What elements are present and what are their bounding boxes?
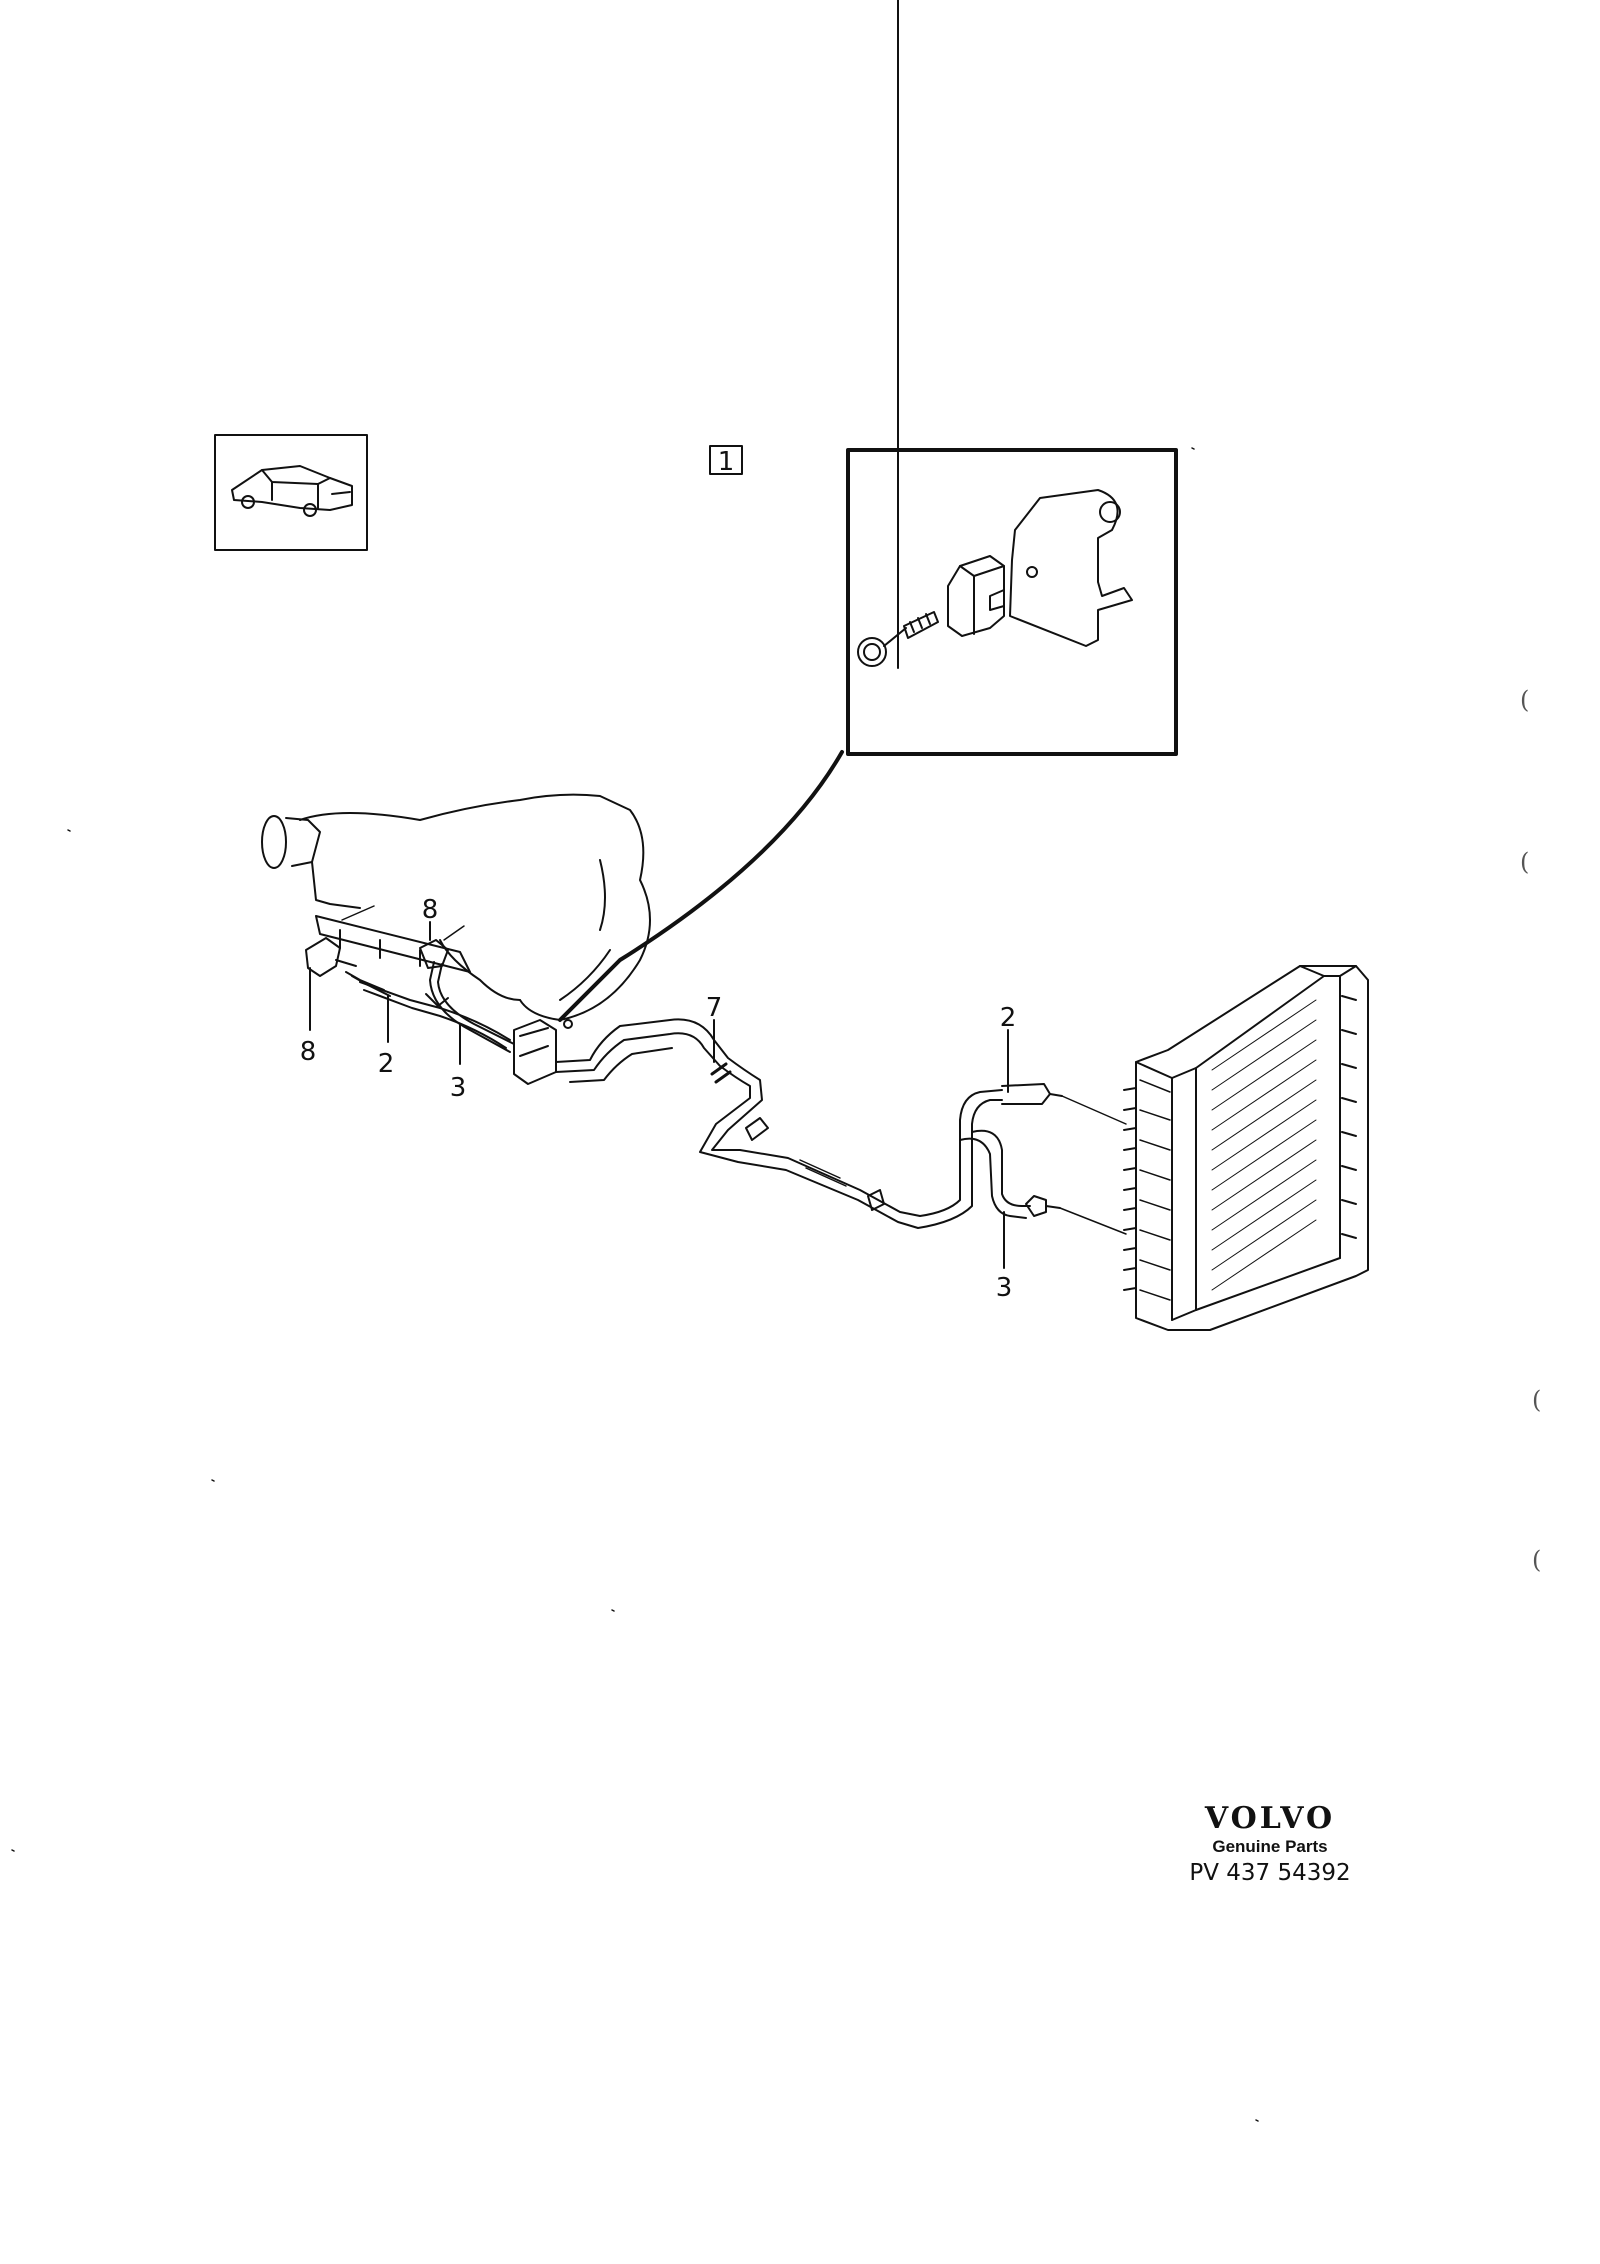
callout-7: 7 xyxy=(706,993,723,1023)
cooler-pipe-7 xyxy=(555,1018,1031,1229)
volvo-brand-block: VOLVO Genuine Parts PV 437 54392 xyxy=(1170,1802,1370,1888)
section-box: 1 xyxy=(709,445,743,477)
bracket-part xyxy=(1009,489,1133,647)
callout-8-lower: 8 xyxy=(300,1037,317,1067)
section-box-label: 1 xyxy=(718,447,735,477)
margin-mark-4: ( xyxy=(1532,1546,1542,1574)
callout-3-right: 3 xyxy=(996,1273,1013,1303)
main-callouts: 8 8 2 3 7 2 3 xyxy=(300,895,1017,1303)
genuine-parts-label: Genuine Parts xyxy=(1212,1837,1328,1856)
part-reference-code: PV 437 54392 xyxy=(1189,1860,1351,1886)
pipe-clamp xyxy=(513,1019,573,1085)
clamp-block-part xyxy=(947,555,1005,637)
transmission-fittings xyxy=(305,905,515,1053)
bolt-part xyxy=(857,611,939,667)
margin-mark-2: ( xyxy=(1520,848,1530,876)
car-thumbnail-icon xyxy=(214,434,368,551)
inset-leader-line xyxy=(558,750,844,1022)
scan-specks xyxy=(11,447,1259,2122)
detail-inset: 6 5 4 xyxy=(846,0,1178,756)
callout-8-upper: 8 xyxy=(422,895,439,925)
margin-mark-1: ( xyxy=(1520,686,1530,714)
margin-mark-3: ( xyxy=(1532,1386,1542,1414)
callout-2-right: 2 xyxy=(1000,1003,1017,1033)
callout-3-left: 3 xyxy=(450,1073,467,1103)
volvo-logo: VOLVO xyxy=(1204,1801,1336,1836)
callout-2-left: 2 xyxy=(378,1049,395,1079)
oil-cooler-radiator-drawing xyxy=(1123,965,1369,1331)
cooler-fittings xyxy=(1001,1083,1127,1235)
